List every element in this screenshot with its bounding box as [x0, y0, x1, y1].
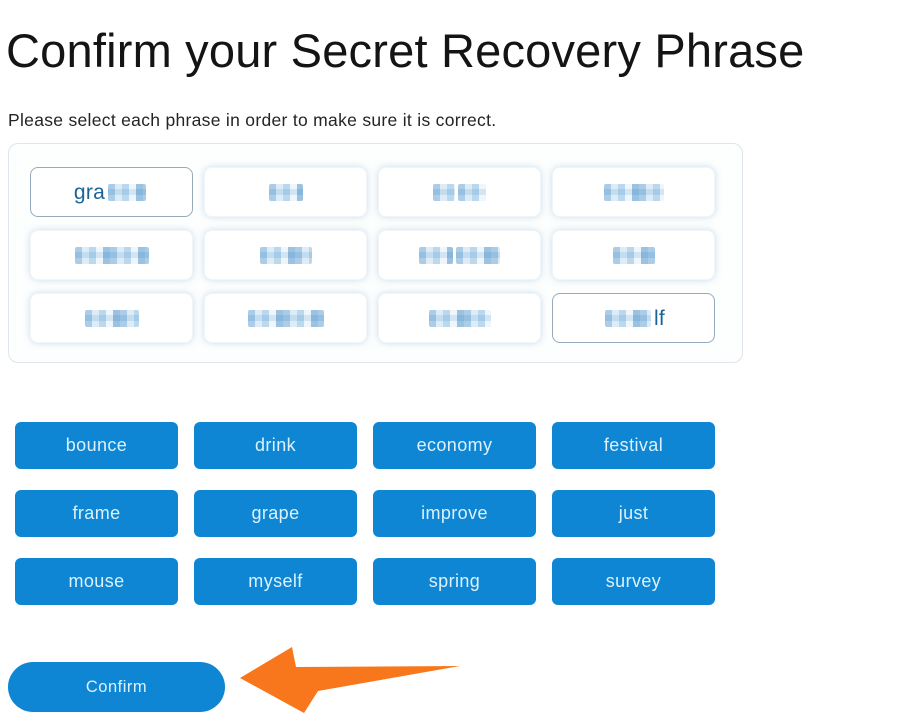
word-button-bounce[interactable]: bounce: [15, 422, 178, 469]
phrase-slot-6[interactable]: [204, 230, 367, 280]
confirm-button[interactable]: Confirm: [8, 662, 225, 712]
redacted-word-blur: [108, 183, 147, 201]
redacted-word-blur: [84, 309, 139, 327]
redacted-word-blur: [259, 246, 312, 264]
redacted-word-blur: [433, 183, 455, 201]
page-title: Confirm your Secret Recovery Phrase: [6, 24, 805, 78]
phrase-confirmation-panel: gra: [8, 143, 743, 363]
phrase-slot-7[interactable]: [378, 230, 541, 280]
phrase-slot-1[interactable]: gra: [30, 167, 193, 217]
phrase-slot-10[interactable]: [204, 293, 367, 343]
phrase-slot-3[interactable]: [378, 167, 541, 217]
word-button-myself[interactable]: myself: [194, 558, 357, 605]
phrase-slot-5[interactable]: [30, 230, 193, 280]
word-button-festival[interactable]: festival: [552, 422, 715, 469]
phrase-slot-11[interactable]: [378, 293, 541, 343]
word-button-drink[interactable]: drink: [194, 422, 357, 469]
word-button-spring[interactable]: spring: [373, 558, 536, 605]
redacted-word-blur: [247, 309, 324, 327]
redacted-word-blur: [612, 246, 655, 264]
confirm-pointer-arrow-icon: [240, 647, 460, 713]
redacted-word-blur: [458, 183, 486, 201]
word-button-economy[interactable]: economy: [373, 422, 536, 469]
phrase-slot-4[interactable]: [552, 167, 715, 217]
word-button-improve[interactable]: improve: [373, 490, 536, 537]
word-button-frame[interactable]: frame: [15, 490, 178, 537]
word-button-mouse[interactable]: mouse: [15, 558, 178, 605]
redacted-word-blur: [74, 246, 149, 264]
word-bank: bounce drink economy festival frame grap…: [15, 422, 715, 605]
redacted-word-blur: [419, 246, 453, 264]
phrase-slot-8[interactable]: [552, 230, 715, 280]
redacted-word-blur: [603, 183, 664, 201]
word-button-just[interactable]: just: [552, 490, 715, 537]
word-button-survey[interactable]: survey: [552, 558, 715, 605]
phrase-slot-visible-text: gra: [73, 180, 106, 204]
phrase-slot-12[interactable]: lf: [552, 293, 715, 343]
phrase-slot-grid: gra: [30, 167, 715, 343]
redacted-word-blur: [456, 246, 500, 264]
phrase-slot-9[interactable]: [30, 293, 193, 343]
page-subtitle: Please select each phrase in order to ma…: [8, 109, 497, 130]
redacted-word-blur: [604, 309, 651, 327]
redacted-word-blur: [268, 183, 303, 201]
word-button-grape[interactable]: grape: [194, 490, 357, 537]
phrase-slot-2[interactable]: [204, 167, 367, 217]
redacted-word-blur: [428, 309, 491, 327]
phrase-slot-visible-text: lf: [653, 306, 666, 330]
